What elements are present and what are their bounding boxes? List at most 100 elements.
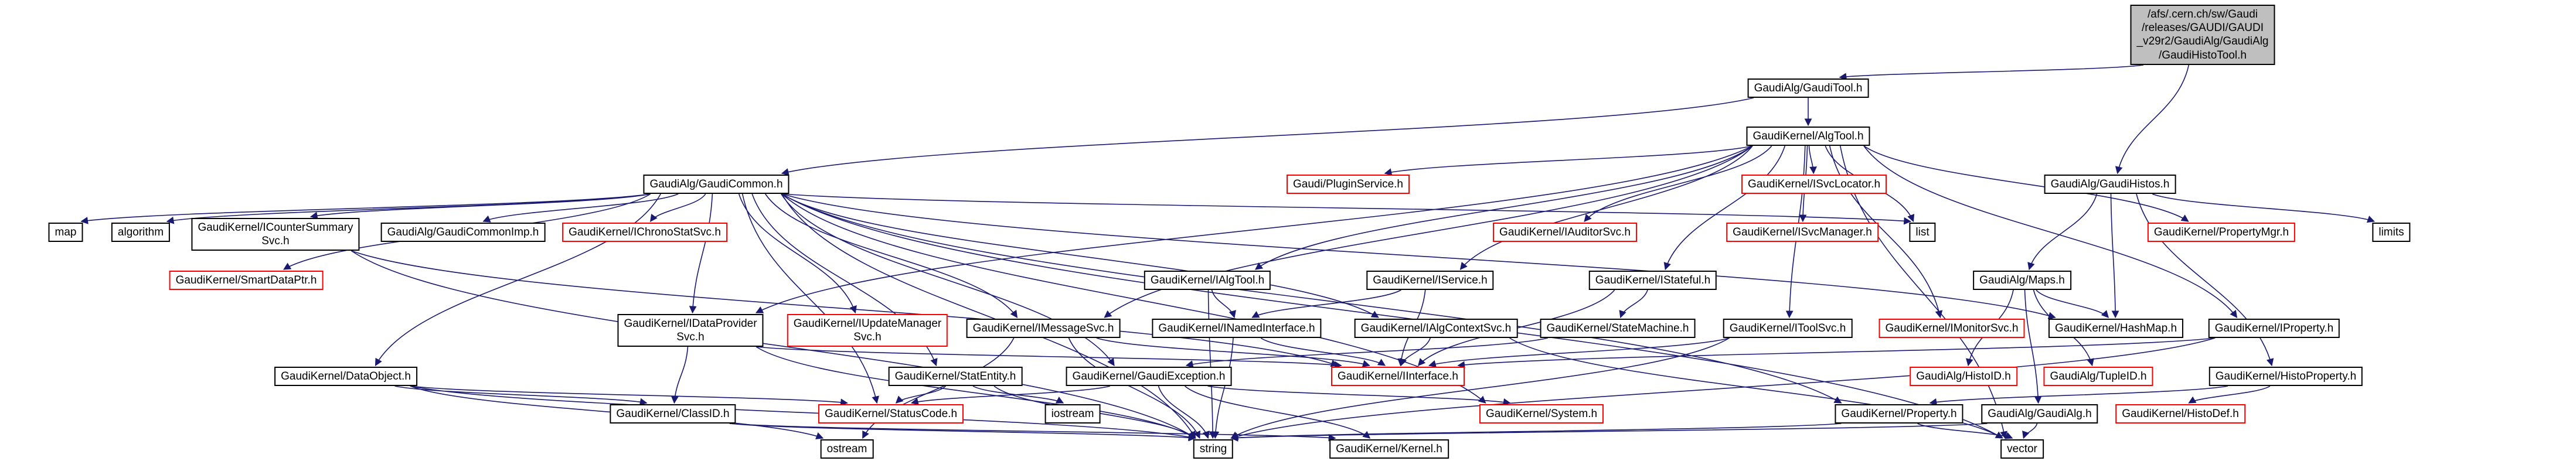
graph-node-statentity[interactable]: GaudiKernel/StatEntity.h xyxy=(888,367,1023,387)
edge-gaudicommon-gaudicommonimp xyxy=(482,193,679,223)
graph-node-system[interactable]: GaudiKernel/System.h xyxy=(1479,404,1604,424)
graph-node-isvclocator[interactable]: GaudiKernel/ISvcLocator.h xyxy=(1741,175,1887,194)
node-label: GaudiKernel/HistoDef.h xyxy=(2122,408,2239,420)
graph-node-isvcmanager[interactable]: GaudiKernel/ISvcManager.h xyxy=(1726,223,1879,243)
node-label: vector xyxy=(2007,443,2037,455)
node-label: Svc.h xyxy=(853,331,882,344)
node-label: GaudiKernel/IUpdateManager xyxy=(793,317,942,330)
node-label: GaudiKernel/HashMap.h xyxy=(2054,322,2177,334)
graph-node-gaudiexception[interactable]: GaudiKernel/GaudiException.h xyxy=(1066,367,1232,387)
edge-iservice-inamedinterface xyxy=(1251,289,1401,318)
graph-node-istateful[interactable]: GaudiKernel/IStateful.h xyxy=(1588,271,1717,291)
graph-node-ialgcontextsvc[interactable]: GaudiKernel/IAlgContextSvc.h xyxy=(1354,319,1518,339)
edge-gaudiexception-string xyxy=(1158,385,1210,439)
graph-node-property[interactable]: GaudiKernel/Property.h xyxy=(1835,404,1964,424)
edge-gaudicommon-string xyxy=(781,193,1196,439)
node-label: list xyxy=(1915,226,1930,238)
node-label: Svc.h xyxy=(676,331,705,344)
graph-node-smartdataptr[interactable]: GaudiKernel/SmartDataPtr.h xyxy=(169,271,324,291)
node-label: GaudiKernel/IAlgTool.h xyxy=(1150,274,1265,286)
edge-gaudicommon-vector xyxy=(781,193,2003,439)
node-label: algorithm xyxy=(117,226,164,238)
graph-node-inamedinterface[interactable]: GaudiKernel/INamedInterface.h xyxy=(1152,319,1322,339)
node-label: Svc.h xyxy=(261,235,290,248)
graph-node-limits: limits xyxy=(2372,223,2411,243)
graph-node-iauditorsvc[interactable]: GaudiKernel/IAuditorSvc.h xyxy=(1493,223,1637,243)
edge-icountersummarysvc-string xyxy=(351,250,1196,439)
node-label: GaudiKernel/Kernel.h xyxy=(1336,443,1442,455)
graph-node-itoolsvc[interactable]: GaudiKernel/IToolSvc.h xyxy=(1723,319,1853,339)
node-label: GaudiKernel/StateMachine.h xyxy=(1546,322,1689,334)
graph-node-ostream: ostream xyxy=(820,439,874,459)
node-label: GaudiAlg/GaudiAlg.h xyxy=(1988,408,2092,420)
graph-node-iproperty[interactable]: GaudiKernel/IProperty.h xyxy=(2208,319,2340,339)
edge-iproperty-string xyxy=(1230,337,2216,440)
graph-node-classid[interactable]: GaudiKernel/ClassID.h xyxy=(610,404,736,424)
node-label: GaudiKernel/IStateful.h xyxy=(1595,274,1711,286)
graph-node-iinterface[interactable]: GaudiKernel/IInterface.h xyxy=(1331,367,1465,387)
graph-node-list: list xyxy=(1909,223,1936,243)
node-label: GaudiAlg/GaudiCommon.h xyxy=(649,178,783,190)
graph-node-gaudicommon[interactable]: GaudiAlg/GaudiCommon.h xyxy=(643,175,790,194)
edge-gaudicommon-hashmap xyxy=(781,193,2056,319)
node-label: /releases/GAUDI/GAUDI xyxy=(2141,22,2264,35)
graph-node-ialgtool[interactable]: GaudiKernel/IAlgTool.h xyxy=(1144,271,1271,291)
graph-node-gauditool[interactable]: GaudiAlg/GaudiTool.h xyxy=(1747,78,1869,98)
graph-node-histoproperty[interactable]: GaudiKernel/HistoProperty.h xyxy=(2209,367,2363,387)
graph-node-tupleid[interactable]: GaudiAlg/TupleID.h xyxy=(2043,367,2153,387)
edge-gaudiexception-kernel xyxy=(1184,385,1371,439)
node-label: GaudiKernel/HistoProperty.h xyxy=(2215,370,2357,383)
edge-gaudicommon-imessagesvc xyxy=(765,193,1018,319)
edge-itoolsvc-iinterface xyxy=(1428,337,1730,368)
node-label: GaudiKernel/IAlgContextSvc.h xyxy=(1360,322,1512,334)
edge-idataprovidersvc-iinterface xyxy=(756,346,1342,369)
node-label: /GaudiHistoTool.h xyxy=(2159,49,2247,62)
graph-node-maps[interactable]: GaudiAlg/Maps.h xyxy=(1973,271,2071,291)
graph-node-propertymgr[interactable]: GaudiKernel/PropertyMgr.h xyxy=(2147,223,2296,243)
node-label: _v29r2/GaudiAlg/GaudiAlg xyxy=(2136,35,2269,48)
graph-node-kernel[interactable]: GaudiKernel/Kernel.h xyxy=(1329,439,1449,459)
graph-node-histodef[interactable]: GaudiKernel/HistoDef.h xyxy=(2115,404,2245,424)
graph-node-statuscode[interactable]: GaudiKernel/StatusCode.h xyxy=(818,404,964,424)
edge-gaudicommon-algorithm xyxy=(166,193,651,224)
graph-node-algtool[interactable]: GaudiKernel/AlgTool.h xyxy=(1746,127,1870,146)
edge-gaudicommon-system xyxy=(781,193,1486,404)
graph-node-gaudicommonimp[interactable]: GaudiAlg/GaudiCommonImp.h xyxy=(380,223,546,243)
edge-gaudialg-string xyxy=(1230,423,1988,442)
graph-node-histoid[interactable]: GaudiAlg/HistoID.h xyxy=(1910,367,2017,387)
edge-ialgtool-string xyxy=(1207,289,1217,439)
node-label: GaudiKernel/System.h xyxy=(1485,408,1598,420)
graph-node-pluginservice[interactable]: Gaudi/PluginService.h xyxy=(1287,175,1410,194)
edge-dataobject-classid xyxy=(394,385,648,406)
graph-node-vector: vector xyxy=(2000,439,2044,459)
graph-node-hashmap[interactable]: GaudiKernel/HashMap.h xyxy=(2048,319,2184,339)
node-label: ostream xyxy=(826,443,867,455)
edge-algtool-imessagesvc xyxy=(1104,145,1753,318)
node-label: GaudiKernel/PropertyMgr.h xyxy=(2153,226,2289,238)
node-label: GaudiAlg/GaudiTool.h xyxy=(1754,82,1863,94)
edge-gaudihistos-limits xyxy=(2152,193,2375,223)
graph-node-iservice[interactable]: GaudiKernel/IService.h xyxy=(1366,271,1494,291)
edge-iproperty-iinterface xyxy=(1457,337,2216,369)
graph-node-ichronostatsvc[interactable]: GaudiKernel/IChronoStatSvc.h xyxy=(562,223,727,243)
graph-node-gaudihistos[interactable]: GaudiAlg/GaudiHistos.h xyxy=(2044,175,2176,194)
edge-algtool-vector xyxy=(1839,145,2007,439)
graph-node-root: /afs/.cern.ch/sw/Gaudi/releases/GAUDI/GA… xyxy=(2130,5,2275,65)
node-label: limits xyxy=(2378,226,2404,238)
graph-node-imonitorsvc[interactable]: GaudiKernel/IMonitorSvc.h xyxy=(1879,319,2025,339)
node-label: GaudiKernel/Property.h xyxy=(1841,408,1957,420)
edge-dataobject-string xyxy=(410,385,1196,441)
node-label: GaudiKernel/IMonitorSvc.h xyxy=(1885,322,2019,334)
edge-gauditool-gaudicommon xyxy=(781,97,1754,176)
edge-gaudicommon-list xyxy=(781,193,1912,225)
edge-maps-hashmap xyxy=(2036,289,2109,318)
graph-node-gaudialg[interactable]: GaudiAlg/GaudiAlg.h xyxy=(1981,404,2098,424)
graph-node-imessagesvc[interactable]: GaudiKernel/IMessageSvc.h xyxy=(966,319,1121,339)
graph-node-statemachine[interactable]: GaudiKernel/StateMachine.h xyxy=(1540,319,1696,339)
graph-node-dataobject[interactable]: GaudiKernel/DataObject.h xyxy=(274,367,417,387)
edge-algtool-isvclocator xyxy=(1808,145,1817,175)
